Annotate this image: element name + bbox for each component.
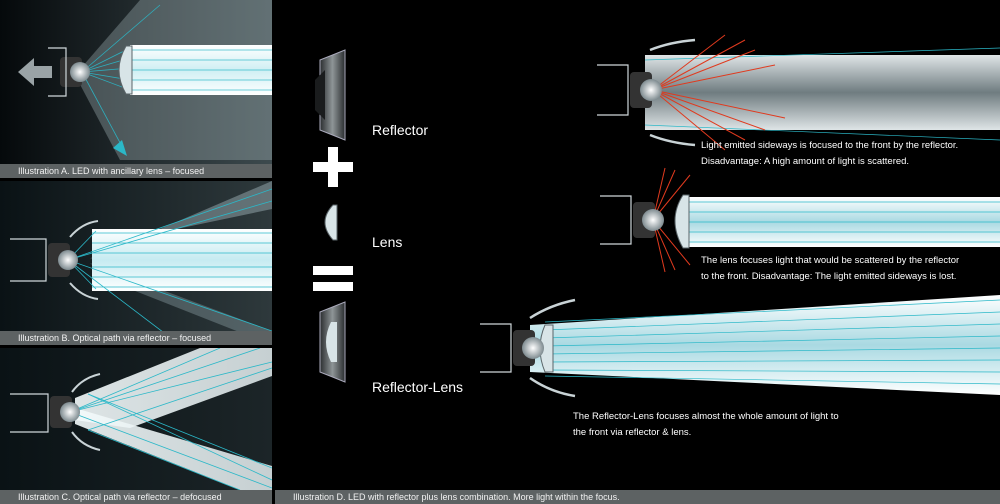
reflector-lens-beam <box>530 295 1000 395</box>
reflector-description-line: Light emitted sideways is focused to the… <box>701 140 959 151</box>
illustration-a-drawing <box>0 0 272 178</box>
plus-icon <box>313 147 353 187</box>
reflector-lens-description: The Reflector-Lens focuses almost the wh… <box>573 409 839 441</box>
reflector-description: Light emitted sideways is focused to the… <box>701 138 958 170</box>
legend-reflector-lens-label: Reflector-Lens <box>372 379 464 395</box>
illustration-c-rays <box>69 348 272 491</box>
illustration-b-drawing <box>0 181 272 345</box>
illustration-c-panel: Illustration C. Optical path via reflect… <box>0 348 272 504</box>
illustration-c-caption: Illustration C. Optical path via reflect… <box>0 490 272 504</box>
equals-icon <box>313 266 353 291</box>
illustration-c-reflector <box>71 373 101 451</box>
reflector-scatter-rays <box>652 34 786 151</box>
reflector-beam <box>645 55 1000 130</box>
illustration-b-caption: Illustration B. Optical path via reflect… <box>0 331 272 345</box>
illustration-c-drawing <box>0 348 272 504</box>
reflector-lens-symbol-icon <box>319 301 346 383</box>
illustration-c-led <box>60 402 80 422</box>
illustration-a-panel: Illustration A. LED with ancillary lens … <box>0 0 272 178</box>
reflector-lens-example <box>480 295 1000 398</box>
illustration-d-drawing <box>313 34 1000 398</box>
reflector-lens-description-line: the front via reflector & lens. <box>573 427 692 438</box>
illustration-b-beam <box>92 229 272 291</box>
illustration-d-panel: Reflector Lens Reflector-Lens Light emit… <box>275 0 1000 504</box>
reflector-example <box>597 34 1000 151</box>
illustration-a-lens <box>118 45 133 95</box>
illustration-a-caption: Illustration A. LED with ancillary lens … <box>0 164 272 178</box>
illustration-d-caption: Illustration D. LED with reflector plus … <box>275 490 1000 504</box>
arrow-left-icon <box>18 58 52 86</box>
illustration-b-panel: Illustration B. Optical path via reflect… <box>0 181 272 345</box>
lens-symbol-icon <box>324 204 338 241</box>
lens-example <box>600 167 1000 273</box>
reflector-description-line: Disadvantage: A high amount of light is … <box>701 156 910 167</box>
lens-description: The lens focuses light that would be sca… <box>701 253 959 285</box>
lens-description-line: to the front. Disadvantage: The light em… <box>701 271 957 282</box>
illustration-b-reflector <box>69 220 99 300</box>
lens-description-line: The lens focuses light that would be sca… <box>701 255 960 266</box>
illustration-b-led <box>58 250 78 270</box>
illustration-c-upper-beam <box>75 348 272 428</box>
legend-reflector-label: Reflector <box>372 122 429 138</box>
reflector-lens-description-line: The Reflector-Lens focuses almost the wh… <box>573 411 839 422</box>
reflector-symbol-icon <box>315 49 346 141</box>
legend-lens-label: Lens <box>372 234 403 250</box>
